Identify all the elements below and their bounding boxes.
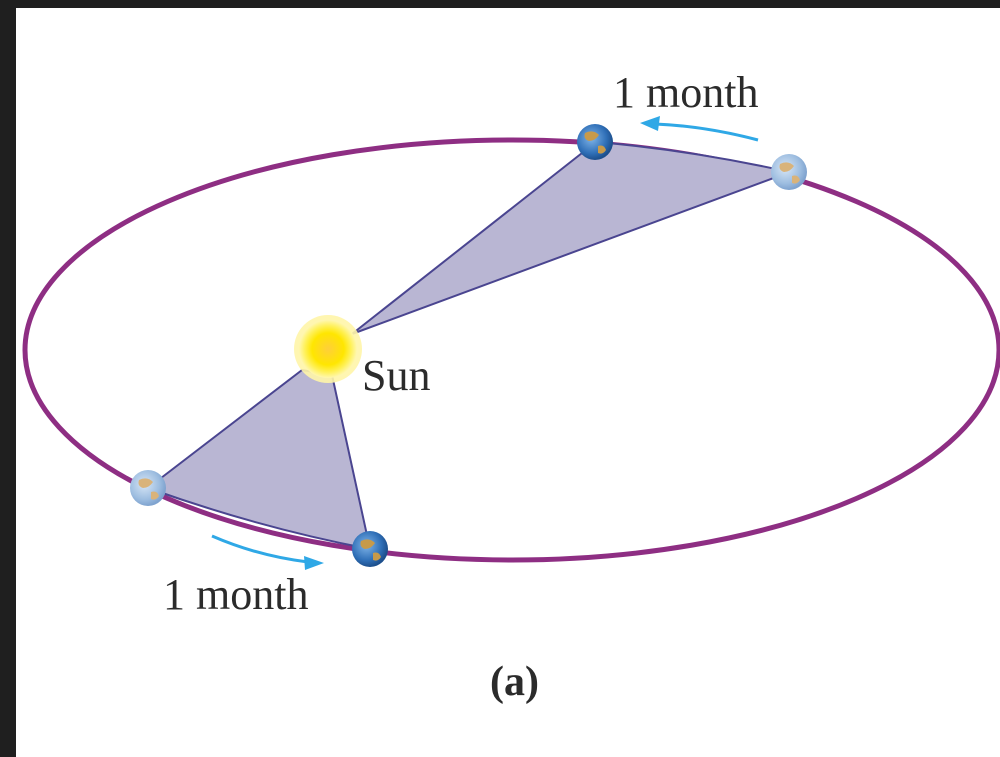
sun-icon: [294, 315, 362, 383]
bottom-interval-label: 1 month: [163, 570, 308, 619]
earth-icon: [577, 124, 613, 160]
top-interval-label: 1 month: [613, 68, 758, 117]
earth-icon: [352, 531, 388, 567]
orbit-ellipse: [22, 137, 1000, 563]
swept-area-aphelion: [351, 140, 794, 335]
earth-icon: [771, 154, 807, 190]
earth-icon: [130, 470, 166, 506]
motion-arrow-icon: [211, 534, 324, 570]
motion-arrow-icon: [640, 116, 759, 142]
sun-label: Sun: [362, 351, 430, 400]
panel-label: (a): [490, 659, 539, 705]
swept-area-perihelion: [145, 368, 372, 551]
figure-panel: [16, 8, 1000, 757]
